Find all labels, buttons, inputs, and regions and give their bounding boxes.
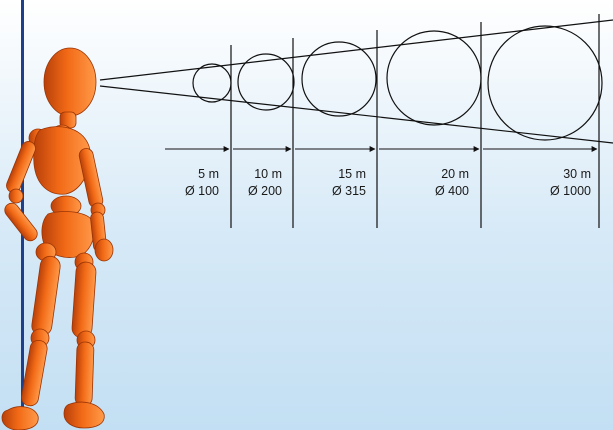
manikin-shin	[75, 342, 94, 407]
distance-label: 20 m	[441, 167, 469, 181]
diameter-label: Ø 200	[248, 184, 282, 198]
distance-label: 15 m	[338, 167, 366, 181]
diameter-label: Ø 1000	[550, 184, 591, 198]
diameter-label: Ø 100	[185, 184, 219, 198]
manikin-back-elbow	[9, 189, 23, 203]
manikin-hand	[95, 239, 113, 261]
distance-label: 30 m	[563, 167, 591, 181]
distance-label: 10 m	[254, 167, 282, 181]
distance-label: 5 m	[198, 167, 219, 181]
diameter-label: Ø 400	[435, 184, 469, 198]
manikin-back-foot	[2, 407, 38, 430]
diameter-label: Ø 315	[332, 184, 366, 198]
manikin-head	[44, 48, 96, 116]
